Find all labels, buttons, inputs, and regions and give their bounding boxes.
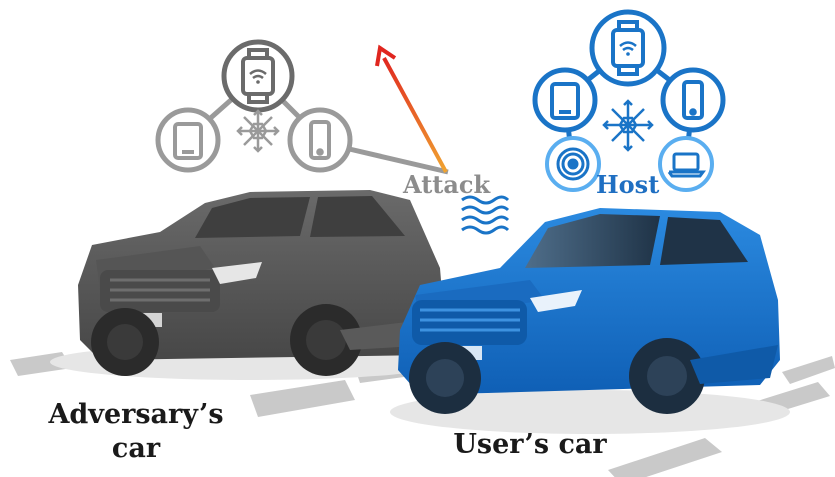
user-car [390, 208, 790, 434]
wireless-earbud-icon [556, 147, 590, 181]
smartphone-icon [682, 80, 704, 120]
adversary-car [50, 190, 450, 380]
wireless-signal-icon [461, 195, 510, 235]
bluetooth-hub-icon [602, 99, 654, 152]
adversary-car-caption-line2: car [111, 433, 161, 464]
bluetooth-hub-icon [236, 109, 280, 153]
smartwatch-icon [611, 20, 645, 76]
attack-arrow [375, 44, 448, 173]
tablet-icon [550, 82, 580, 120]
host-label: Host [596, 170, 660, 199]
user-car-caption: User’s car [453, 429, 607, 460]
smartphone-icon [309, 120, 331, 160]
smartwatch-icon [241, 48, 275, 104]
adversary-car-caption: Adversary’s car [36, 398, 236, 466]
tablet-icon [173, 122, 203, 160]
attack-label: Attack [403, 170, 491, 199]
laptop-icon [667, 152, 706, 178]
adversary-car-caption-line1: Adversary’s [48, 399, 224, 430]
